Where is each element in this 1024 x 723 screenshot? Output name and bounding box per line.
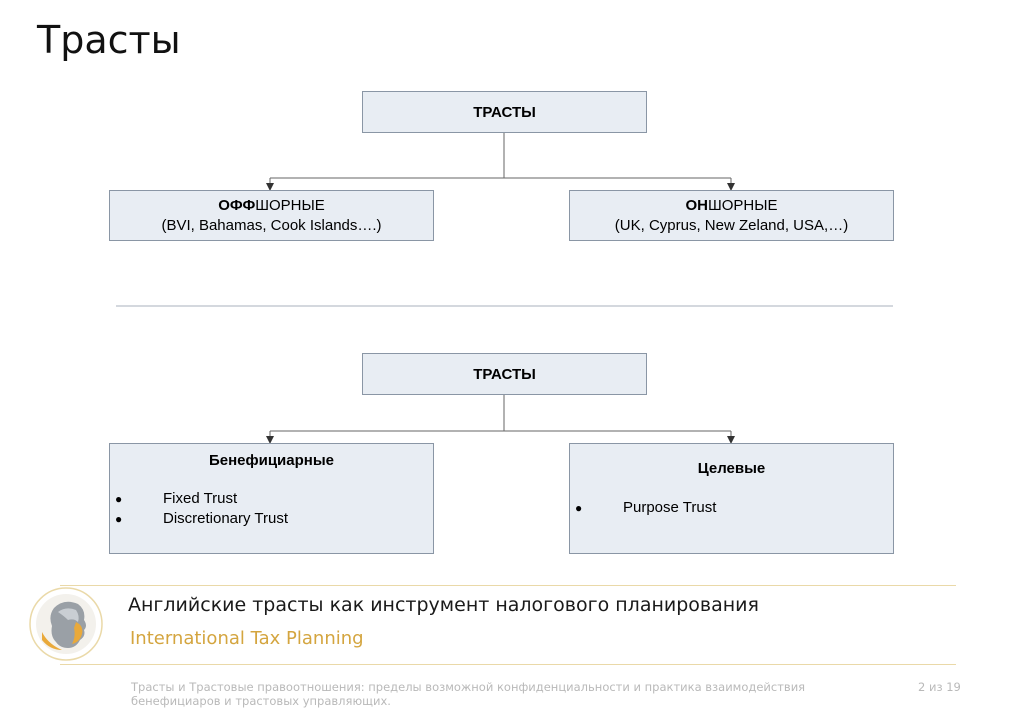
purpose-box: Целевые ● Purpose Trust [569,443,894,554]
beneficiary-heading: Бенефициарные [208,452,335,469]
onshore-heading: ОНШОРНЫЕ [685,196,777,216]
footer-description: Трасты и Трастовые правоотношения: преде… [131,680,806,708]
list-item: Discretionary Trust [163,510,289,527]
offshore-box: ОФФШОРНЫЕ (BVI, Bahamas, Cook Islands….) [109,190,434,241]
purpose-heading: Целевые [697,460,766,477]
diagram2-root-label: ТРАСТЫ [473,365,536,383]
diagram1-connector [266,132,735,191]
offshore-heading-rest: ШОРНЫЕ [255,196,325,214]
diagram2-connector [266,394,735,444]
bullet-icon: ● [575,501,583,515]
bullet-icon: ● [115,512,123,526]
beneficiary-box: Бенефициарные ● Fixed Trust ● Discretion… [109,443,434,554]
onshore-examples: (UK, Cyprus, New Zeland, USA,…) [614,216,849,234]
company-logo-icon [29,587,103,661]
footer-top-line [60,585,956,586]
onshore-heading-rest: ШОРНЫЕ [707,196,778,214]
list-item: Purpose Trust [623,499,717,516]
list-item: Fixed Trust [163,490,238,507]
page-number: 2 из 19 [918,680,961,694]
offshore-heading-bold: ОФФ [218,196,256,214]
slide-title: Трасты [37,18,181,62]
diagram1-root-label: ТРАСТЫ [473,103,536,121]
bullet-icon: ● [115,492,123,506]
onshore-box: ОНШОРНЫЕ (UK, Cyprus, New Zeland, USA,…) [569,190,894,241]
offshore-examples: (BVI, Bahamas, Cook Islands….) [161,216,382,234]
diagram2-root-box: ТРАСТЫ [362,353,647,395]
onshore-heading-bold: ОН [685,196,708,214]
footer-subtitle: International Tax Planning [130,628,364,649]
diagram1-root-box: ТРАСТЫ [362,91,647,133]
footer-title: Английские трасты как инструмент налогов… [128,594,759,616]
footer-bottom-line [60,664,956,665]
offshore-heading: ОФФШОРНЫЕ [218,196,325,216]
